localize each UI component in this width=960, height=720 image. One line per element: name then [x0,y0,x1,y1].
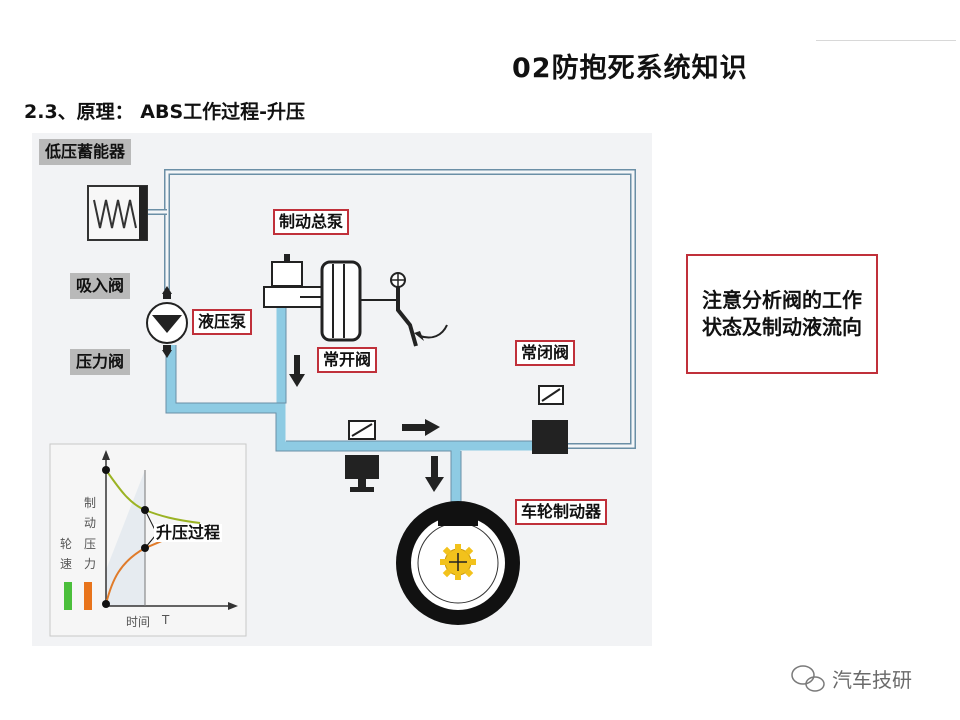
graph-y-label-char: 动 [84,516,97,530]
hydraulic-pump-label: 液压泵 [192,309,253,335]
pressure-valve-label: 压力阀 [70,349,131,375]
brake-booster-icon [320,260,398,342]
graph-x-label: 时间 [126,615,151,629]
flow-arrow-down-icon [425,456,444,492]
master-cylinder-label: 制动总泵 [273,209,350,235]
graph-y-label-char: 力 [84,557,97,571]
page-title: 02防抱死系统知识 [512,53,748,84]
master-cylinder-icon [263,254,323,308]
graph-x-axis-symbol: T [162,613,170,627]
normally-open-valve-label: 常开阀 [317,347,378,373]
header-rule [816,40,956,41]
watermark-text: 汽车技研 [832,668,912,692]
brake-pedal-icon [390,272,448,347]
pressure-line-outline [165,305,560,515]
graph-y-label-char: 轮 [60,537,73,551]
flow-arrow-down-icon [289,355,305,387]
inlet-valve-label: 吸入阀 [70,273,131,299]
return-line [147,169,636,449]
inlet-valve-icon [162,286,172,299]
section-title: 2.3、原理： ABS工作过程-升压 [24,101,306,123]
pressure-rise-label: 升压过程 [154,523,223,542]
normally-closed-valve-icon [532,385,568,454]
gear-icon [440,544,476,580]
low-pressure-accumulator-label: 低压蓄能器 [39,139,132,165]
analysis-note: 注意分析阀的工作状态及制动液流向 [686,254,878,374]
graph-y-label-char: 速 [60,557,73,571]
normally-open-valve-icon [345,420,379,492]
hydraulic-pump-icon [146,302,188,344]
flow-arrow-right-icon [402,419,440,436]
wheel-brake-label: 车轮制动器 [515,499,608,525]
graph-y-label-char: 压 [84,537,97,551]
watermark-logo-icon [791,665,825,692]
graph-y-label-char: 制 [84,496,97,510]
pressure-valve-icon [162,345,172,358]
accumulator-spring-icon [87,185,148,241]
normally-closed-valve-label: 常闭阀 [515,340,576,366]
